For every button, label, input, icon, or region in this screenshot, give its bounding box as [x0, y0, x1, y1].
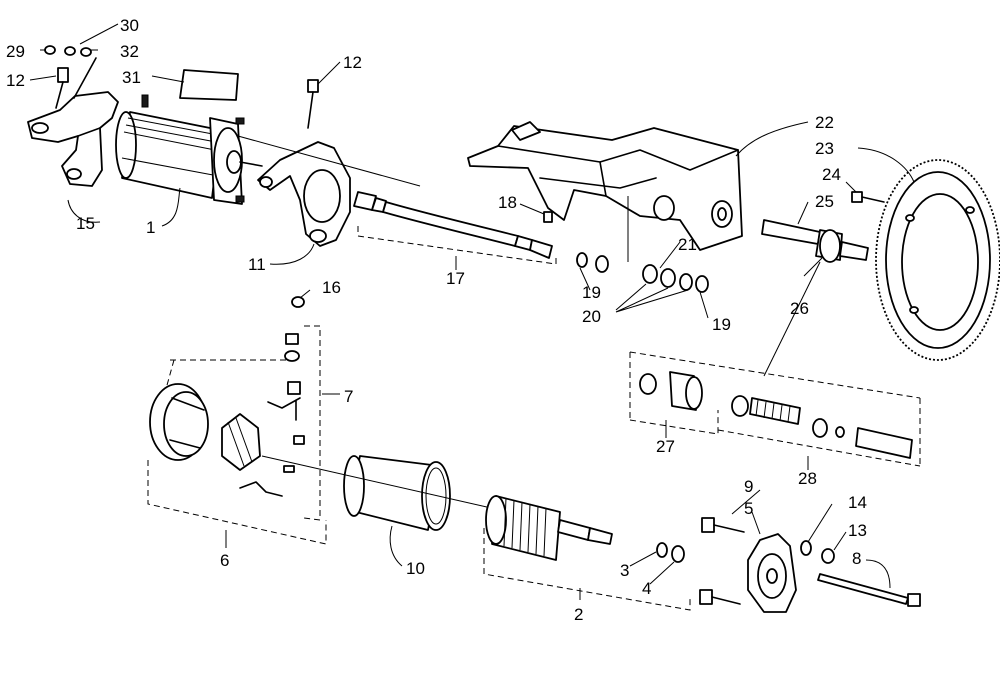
through-bolt-8	[817, 573, 921, 607]
pinion-shaft-25	[761, 219, 869, 263]
callout-8: 8	[852, 549, 861, 568]
callout-26: 26	[790, 299, 809, 318]
callout-19-right: 19	[712, 315, 731, 334]
callout-11: 11	[248, 255, 266, 274]
mounting-bracket-15	[27, 91, 119, 187]
callout-28: 28	[798, 469, 817, 488]
callout-7: 7	[344, 387, 353, 406]
callout-4: 4	[642, 579, 651, 598]
callout-21: 21	[678, 235, 697, 254]
washers-20-21	[642, 264, 709, 293]
end-cap-5	[747, 533, 797, 613]
callout-9: 9	[744, 477, 753, 496]
callout-23: 23	[815, 139, 834, 158]
callout-19-left: 19	[582, 283, 601, 302]
starter-bracket-11	[257, 141, 351, 247]
callout-30: 30	[120, 16, 139, 35]
callout-29: 29	[6, 42, 25, 61]
set-screw-18	[543, 211, 553, 223]
callout-5: 5	[744, 499, 753, 518]
callout-16: 16	[322, 278, 341, 297]
callout-25: 25	[815, 192, 834, 211]
label-plate-31	[179, 69, 239, 101]
bolt-line-32	[73, 57, 97, 99]
screw-9	[701, 517, 745, 533]
starter-motor-1	[115, 94, 263, 205]
brush-holder-6	[149, 383, 261, 471]
nut-16	[291, 296, 305, 308]
callout-numbers: 30 29 32 12 31 12 15 1 11 22 23 24 25 18…	[6, 16, 867, 624]
callout-10: 10	[406, 559, 425, 578]
callout-31: 31	[122, 68, 141, 87]
washer-19	[576, 252, 609, 273]
callout-12-right: 12	[343, 53, 362, 72]
callout-6: 6	[220, 551, 229, 570]
bracket-17	[357, 226, 557, 265]
callout-22: 22	[815, 113, 834, 132]
drive-clutch-27	[639, 371, 703, 411]
washer-32	[80, 47, 92, 57]
bolt-12-right	[307, 79, 319, 129]
callout-32: 32	[120, 42, 139, 61]
leader-lines	[29, 23, 915, 600]
terminal-hardware-7	[239, 333, 305, 497]
armature-2	[485, 495, 613, 561]
bracket-6	[147, 460, 327, 545]
nut-13	[821, 548, 835, 564]
screw-9-lower	[699, 589, 741, 605]
spring-set-28	[731, 395, 913, 459]
bolt-12-left	[55, 67, 69, 109]
washers-3-4	[656, 542, 685, 563]
nut-29	[44, 45, 56, 55]
callout-24: 24	[822, 165, 841, 184]
callout-1: 1	[146, 218, 155, 237]
washer-14	[800, 540, 812, 556]
drive-shaft-17	[353, 191, 553, 259]
callout-3: 3	[620, 561, 629, 580]
washer-30	[64, 46, 76, 56]
ring-gear-23	[875, 159, 1000, 361]
callout-18: 18	[498, 193, 517, 212]
callout-27: 27	[656, 437, 675, 456]
callout-12-left: 12	[6, 71, 25, 90]
bracket-26	[629, 351, 921, 467]
starter-mount-22	[467, 121, 743, 251]
callout-13: 13	[848, 521, 867, 540]
callout-20: 20	[582, 307, 601, 326]
bracket-27	[629, 410, 719, 435]
bracket-7	[303, 325, 321, 521]
callout-17: 17	[446, 269, 465, 288]
bracket-2	[483, 528, 691, 611]
callout-2: 2	[574, 605, 583, 624]
callout-14: 14	[848, 493, 867, 512]
callout-15: 15	[76, 214, 95, 233]
field-frame-10	[343, 455, 451, 531]
centerline-starter	[237, 135, 421, 187]
centerline-armature	[261, 455, 501, 511]
bolt-24	[851, 191, 885, 203]
